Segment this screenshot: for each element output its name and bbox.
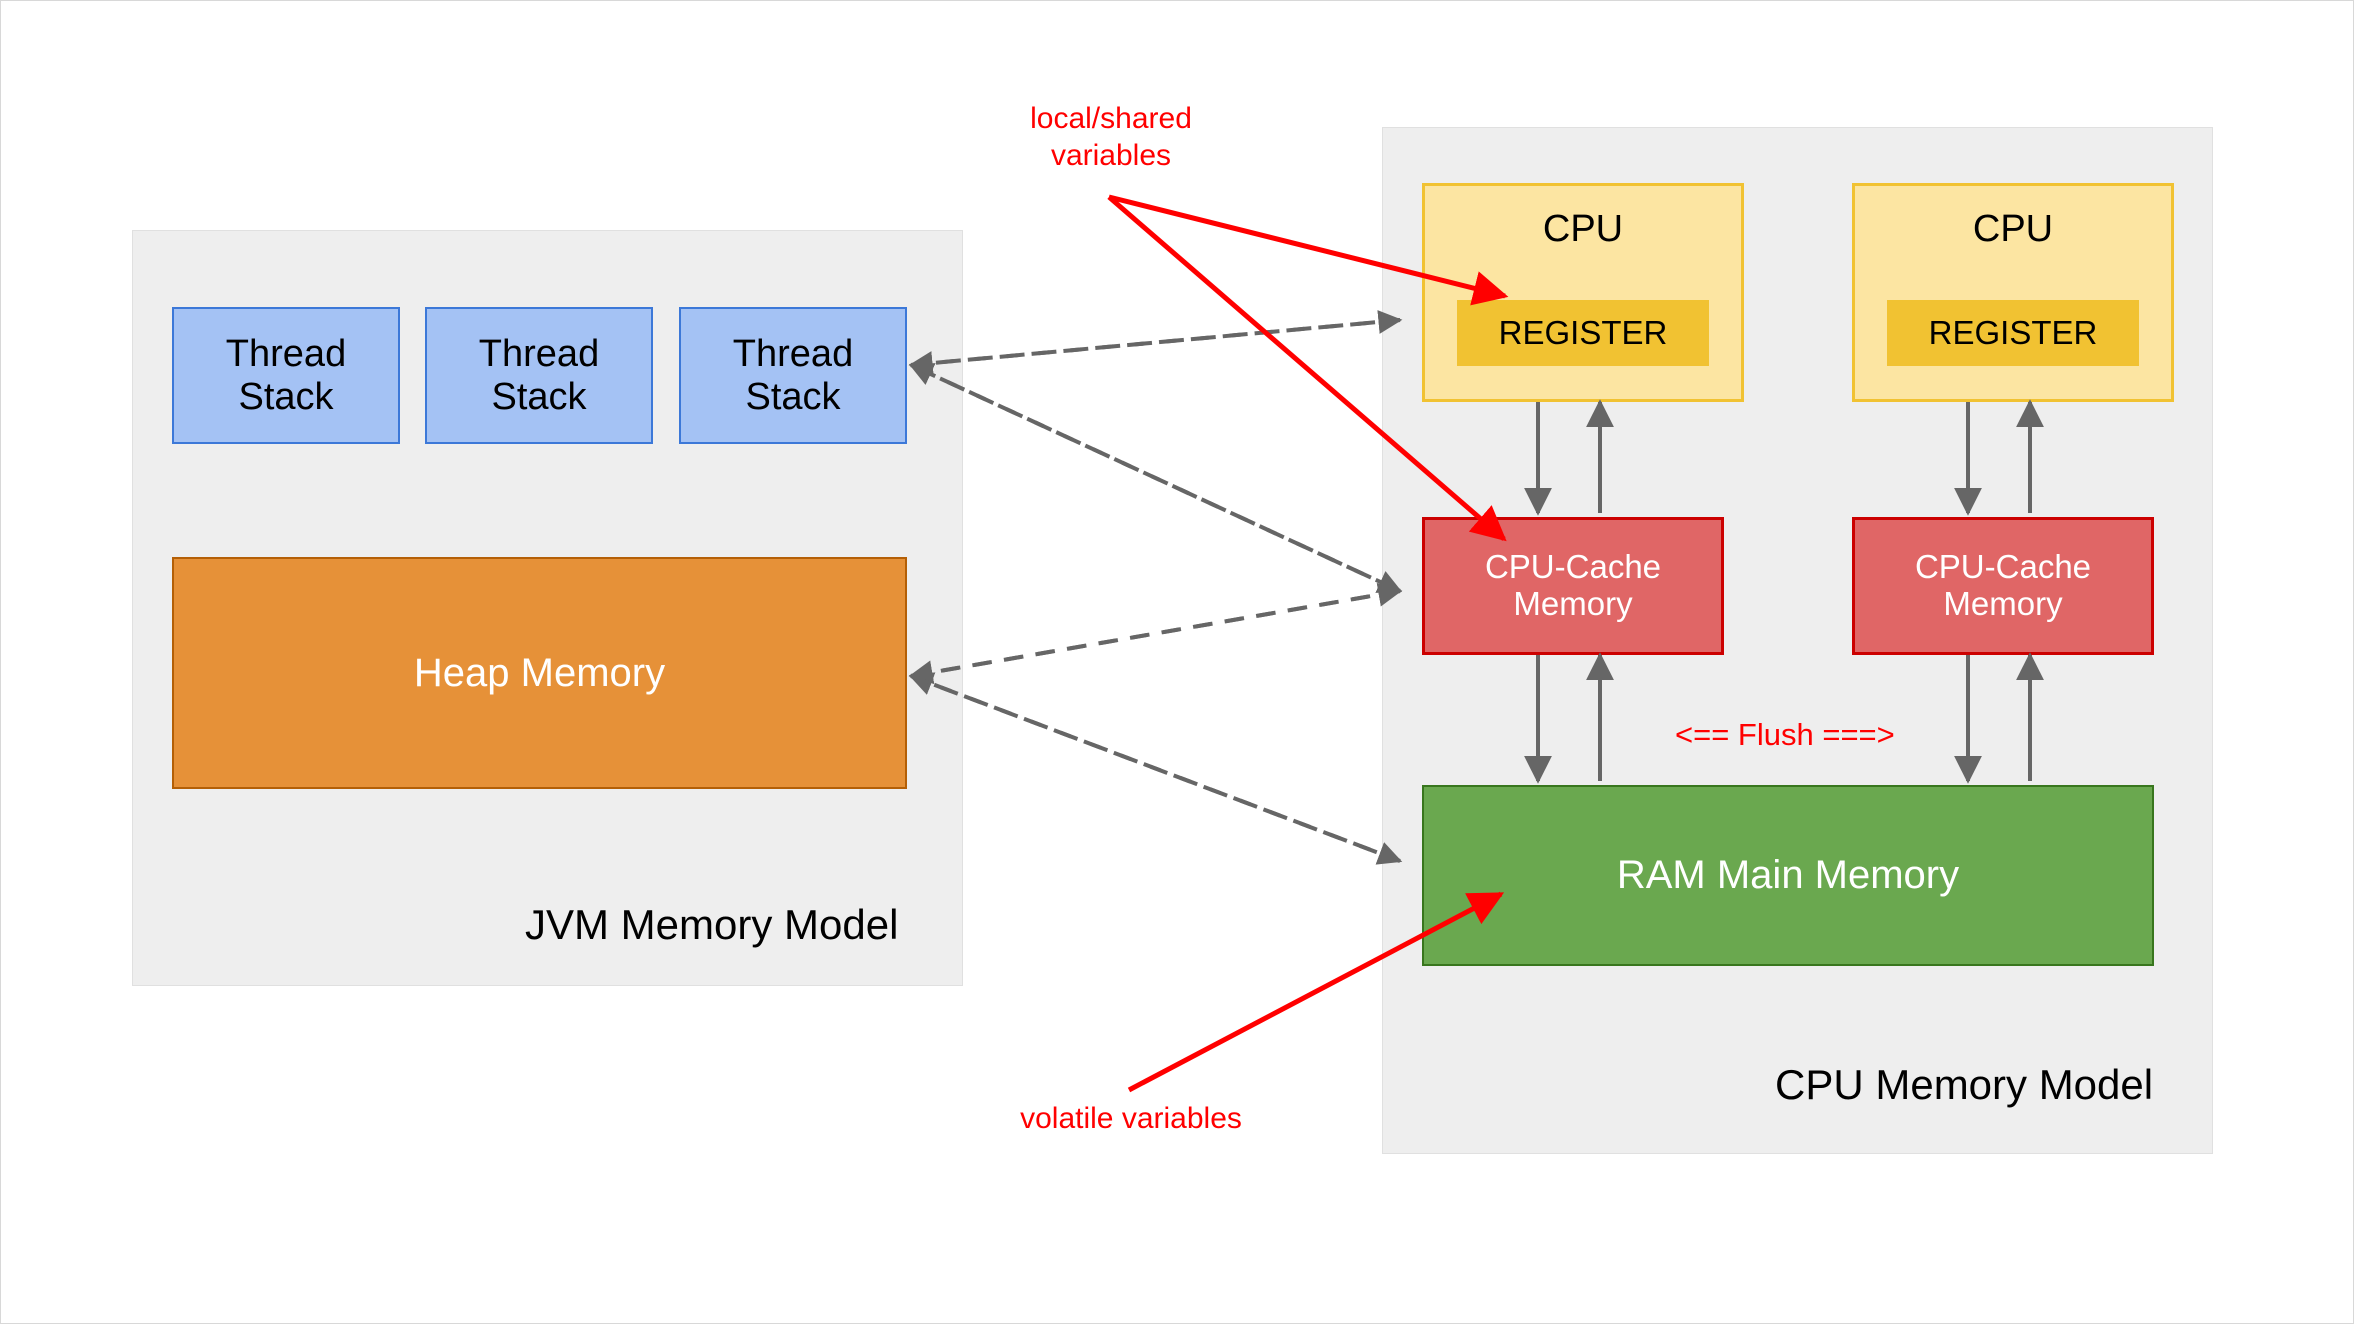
connector-threadstack-to-register bbox=[908, 318, 1401, 375]
volatile-variables-annotation: volatile variables bbox=[1020, 1102, 1242, 1135]
heap-memory-box[interactable]: Heap Memory bbox=[172, 557, 907, 789]
connector-cache-to-heap bbox=[910, 582, 1403, 678]
jvm-panel-title: JVM Memory Model bbox=[525, 901, 899, 948]
connector-heap-to-cache bbox=[908, 589, 1401, 685]
cpu-box-2[interactable]: CPU bbox=[1852, 183, 2174, 402]
flush-label: <== Flush ===> bbox=[1675, 717, 1895, 752]
ram-main-memory-box[interactable]: RAM Main Memory bbox=[1422, 785, 2154, 966]
connector-threadstack-to-cache bbox=[908, 363, 1401, 593]
thread-stack-box-2[interactable]: Thread Stack bbox=[425, 307, 653, 444]
connector-cache-to-threadstack bbox=[910, 363, 1403, 593]
register-box-2[interactable]: REGISTER bbox=[1887, 300, 2139, 366]
cpu-box-1[interactable]: CPU bbox=[1422, 183, 1744, 402]
connector-heap-to-ram bbox=[908, 672, 1401, 863]
cpu-cache-memory-box-2[interactable]: CPU-Cache Memory bbox=[1852, 517, 2154, 655]
thread-stack-box-3[interactable]: Thread Stack bbox=[679, 307, 907, 444]
connector-ram-to-heap bbox=[910, 674, 1403, 865]
thread-stack-box-1[interactable]: Thread Stack bbox=[172, 307, 400, 444]
local-shared-variables-annotation: local/shared variables bbox=[1030, 102, 1192, 172]
cpu-panel-title: CPU Memory Model bbox=[1775, 1061, 2154, 1108]
connector-register-to-threadstack bbox=[910, 310, 1403, 367]
cpu-cache-memory-box-1[interactable]: CPU-Cache Memory bbox=[1422, 517, 1724, 655]
register-box-1[interactable]: REGISTER bbox=[1457, 300, 1709, 366]
